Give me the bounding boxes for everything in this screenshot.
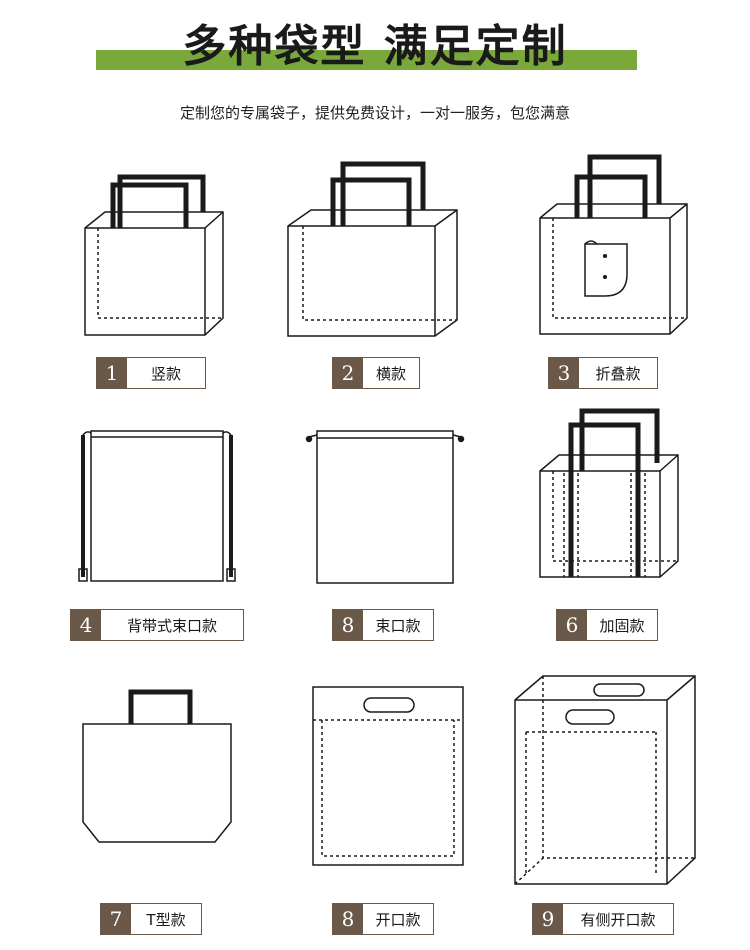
- bag-label-3: 3 折叠款: [548, 357, 658, 389]
- bag-label-2: 2 横款: [332, 357, 420, 389]
- bag-label-5: 8 束口款: [332, 609, 434, 641]
- bag-illustration-drawstring: [305, 430, 465, 584]
- bag-label-1: 1 竖款: [96, 357, 206, 389]
- bag-label-6: 6 加固款: [556, 609, 658, 641]
- title-underline-bar: [96, 50, 637, 70]
- bag-label-9: 9 有侧开口款: [532, 903, 674, 935]
- bag-label-8: 8 开口款: [332, 903, 434, 935]
- header: 多种袋型 满足定制: [0, 0, 750, 80]
- bag-illustration-vertical: [84, 174, 224, 336]
- page-title: 多种袋型 满足定制: [182, 21, 568, 72]
- bag-illustration-horizontal: [287, 161, 458, 337]
- bag-illustration-backpack-drawstring: [78, 430, 236, 582]
- page-subtitle: 定制您的专属袋子，提供免费设计，一对一服务，包您满意: [179, 104, 570, 122]
- bag-illustration-reinforced: [539, 408, 679, 578]
- bag-label-4: 4 背带式束口款: [70, 609, 244, 641]
- bag-illustration-die-cut: [312, 686, 464, 866]
- bag-illustration-folding: [539, 154, 688, 335]
- bag-label-7: 7 T型款: [100, 903, 202, 935]
- bag-illustration-side-gusset-die-cut: [514, 675, 696, 885]
- bag-illustration-t-type: [82, 689, 232, 843]
